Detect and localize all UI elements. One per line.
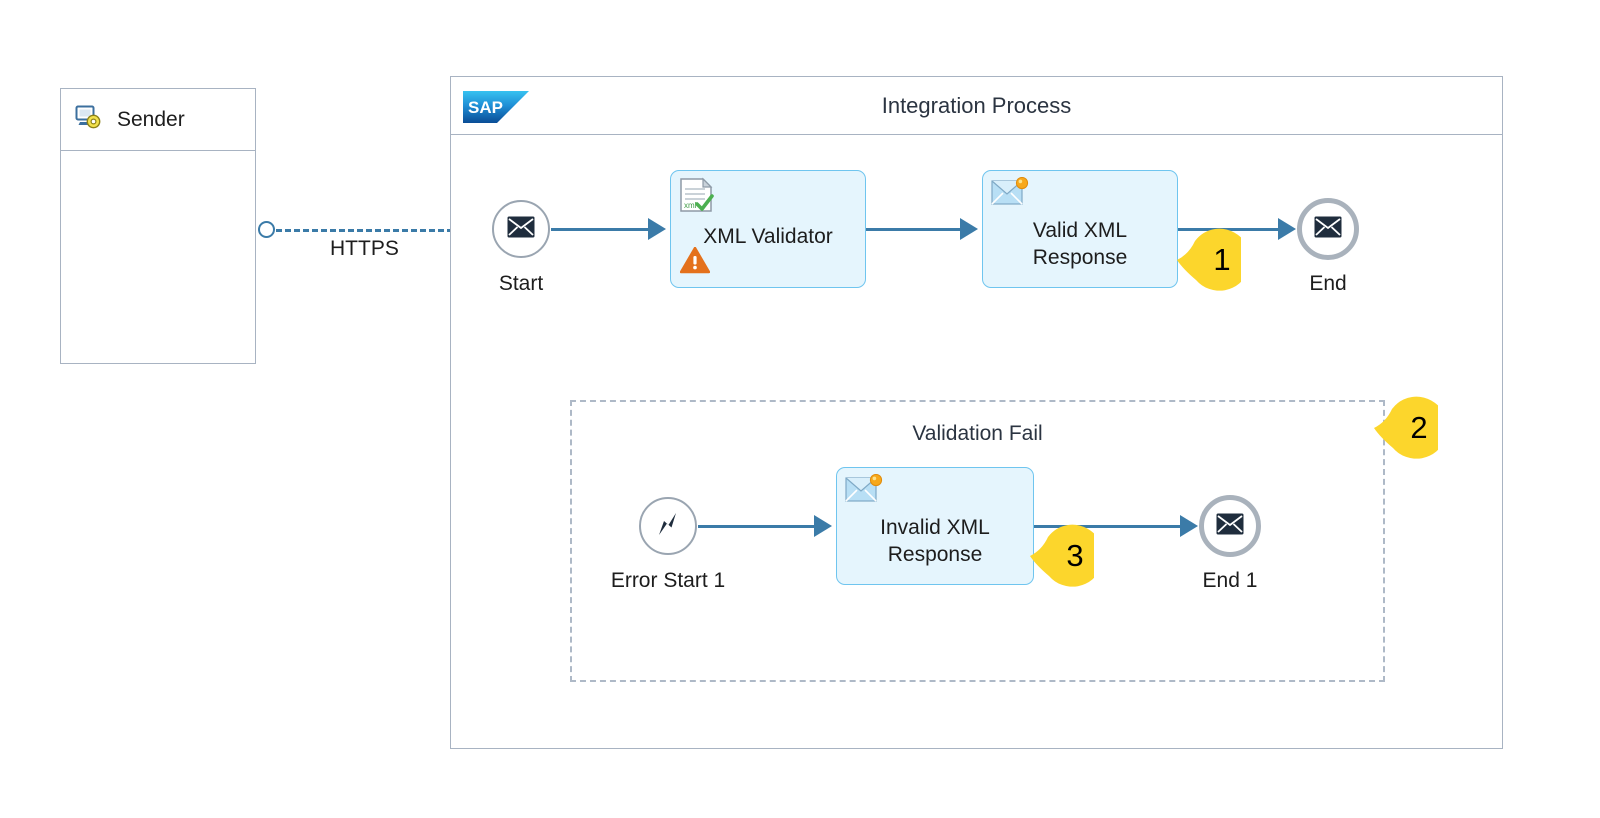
start-event[interactable] (492, 200, 550, 258)
connector-start-to-validator (551, 228, 649, 231)
validation-fail-title: Validation Fail (912, 422, 1043, 445)
error-start-event-label: Error Start 1 (610, 569, 726, 592)
sender-participant-box[interactable]: Sender (60, 88, 256, 364)
error-start-event[interactable] (639, 497, 697, 555)
envelope-icon (1314, 216, 1342, 243)
sender-connection-point[interactable] (258, 221, 275, 238)
callout-badge-3-number: 3 (1066, 538, 1084, 573)
connector-valid-response-to-end-arrow (1278, 218, 1296, 240)
pool-title: Integration Process (881, 93, 1072, 118)
sender-header: Sender (61, 89, 255, 151)
integration-process-pool[interactable]: Integration Process SAP (450, 76, 1503, 749)
callout-badge-1-number: 1 (1213, 242, 1231, 277)
svg-text:SAP: SAP (468, 98, 503, 117)
envelope-orange-dot-icon (991, 176, 1029, 216)
envelope-orange-dot-icon (845, 473, 883, 513)
end-1-event-label: End 1 (1202, 569, 1258, 592)
callout-badge-2-number: 2 (1410, 410, 1428, 445)
sender-label: Sender (117, 107, 185, 131)
https-label: HTTPS (330, 237, 399, 260)
connector-errorstart-to-invalid-response-arrow (814, 515, 832, 537)
sap-logo: SAP (463, 91, 535, 123)
pool-header-bar (451, 77, 1502, 135)
envelope-icon (507, 216, 535, 243)
connector-valid-response-to-end (1178, 228, 1280, 231)
https-connection-line[interactable] (276, 229, 462, 232)
start-event-label: Start (498, 272, 544, 295)
connector-start-to-validator-arrow (648, 218, 666, 240)
callout-badge-1[interactable]: 1 (1175, 227, 1251, 293)
task-xml-validator-label: XML Validator (703, 225, 833, 248)
connector-validator-to-valid-response (866, 228, 961, 231)
validation-fail-subprocess[interactable]: Validation Fail (570, 400, 1385, 682)
warning-triangle-icon (679, 246, 711, 279)
task-xml-validator[interactable]: xml XML Validator (670, 170, 866, 288)
end-event[interactable] (1297, 198, 1359, 260)
connector-validator-to-valid-response-arrow (960, 218, 978, 240)
xml-document-check-icon: xml (679, 177, 715, 220)
callout-badge-3[interactable]: 3 (1028, 523, 1104, 589)
connector-invalid-response-to-end1-arrow (1180, 515, 1198, 537)
end-1-event[interactable] (1199, 495, 1261, 557)
svg-text:xml: xml (684, 201, 697, 210)
end-event-label: End (1309, 272, 1347, 295)
sender-system-icon (75, 104, 101, 135)
connector-invalid-response-to-end1 (1034, 525, 1182, 528)
connector-errorstart-to-invalid-response (698, 525, 815, 528)
callout-badge-2[interactable]: 2 (1372, 395, 1448, 461)
error-bolt-icon (655, 510, 681, 543)
envelope-icon (1216, 513, 1244, 540)
